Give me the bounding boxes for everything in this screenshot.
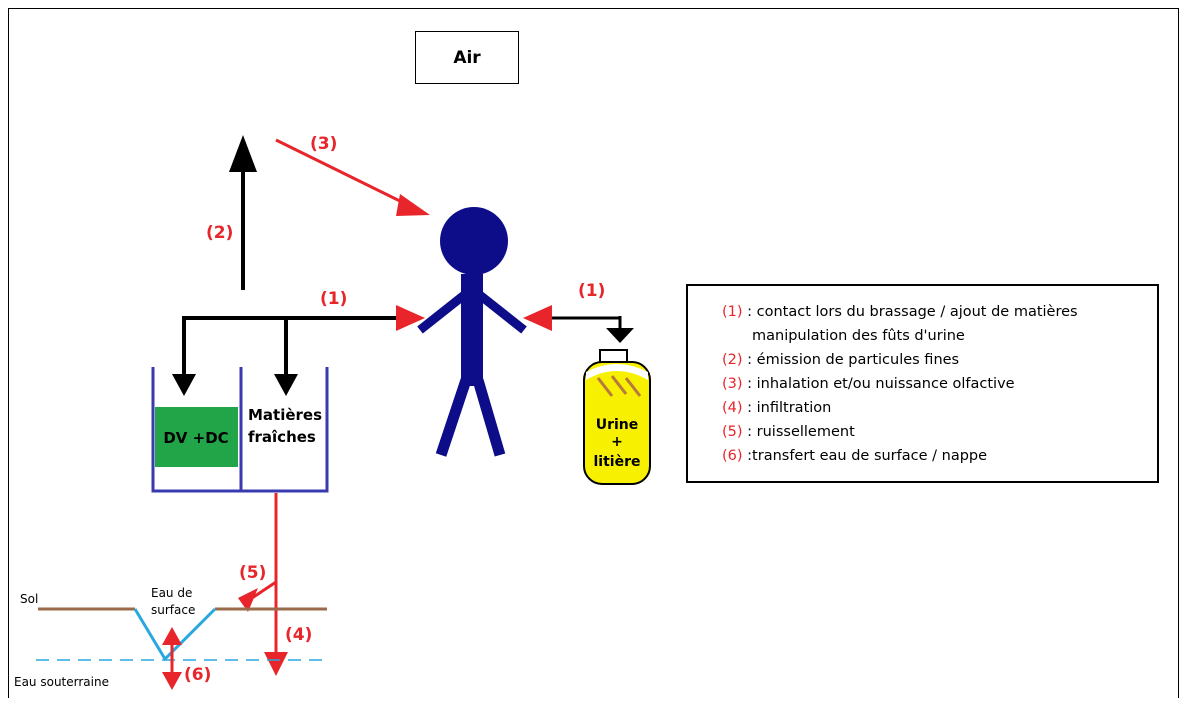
legend-box: (1) : contact lors du brassage / ajout d… [686,284,1159,483]
label-1-right: (1) [578,281,605,301]
label-6: (6) [184,665,211,685]
urine-plus: + [611,434,623,450]
legend-item-2: (2) : émission de particules fines [722,352,960,368]
label-4: (4) [285,625,312,645]
arrow-1-right-drop-head [606,328,634,343]
diagram-frame [8,8,1179,698]
groundwater-label: Eau souterraine [14,675,109,689]
arrow-4-head [264,652,288,676]
legend-item-3: (3) : inhalation et/ou nuissance olfacti… [722,376,1015,392]
bins [151,367,329,493]
arrow-to-bin-right-head [274,374,298,396]
green-bin-fill [155,407,238,467]
surface-water-label-2: surface [151,603,195,617]
arrow-to-bin-left-head [172,374,196,396]
arrow-1-head-left [396,305,425,331]
legend-item-4: (4) : infiltration [722,400,832,416]
legend-item-1-cont: manipulation des fûts d'urine [752,328,965,344]
surface-water-channel [133,607,217,662]
label-1-left: (1) [320,289,347,309]
bin-left-label: DV +DC [163,429,228,447]
legend-item-1: (1) : contact lors du brassage / ajout d… [722,304,1078,320]
arrow-2-head [229,135,257,172]
arrow-3-head [396,194,430,216]
urine-label: Urine [596,417,639,433]
arrow-5-shaft [251,580,277,600]
air-box: Air [415,31,519,84]
arrow-1-head-right [523,305,552,331]
person-figure [417,207,527,457]
label-2: (2) [206,223,233,243]
legend-item-5: (5) : ruissellement [722,424,855,440]
air-label: Air [453,47,481,68]
arrow-6-head-up [162,627,182,645]
label-5: (5) [239,563,266,583]
arrow-3-shaft [275,138,409,207]
label-3: (3) [310,134,337,154]
bin-right-label-1: Matières [248,406,322,424]
urine-container [583,349,651,485]
bin-right-label-2: fraîches [248,428,316,446]
arrow-5-head [238,588,258,612]
arrow-6-head-down [162,672,182,690]
soil-label: Sol [20,592,38,606]
legend-item-6: (6) :transfert eau de surface / nappe [722,448,988,464]
surface-water-label-1: Eau de [151,586,192,600]
litiere-label: litière [594,454,641,470]
